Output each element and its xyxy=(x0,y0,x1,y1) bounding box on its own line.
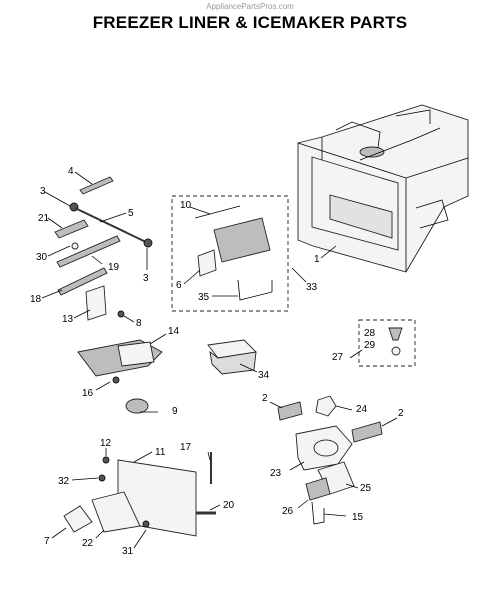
part-22-grille[interactable] xyxy=(91,491,141,533)
callout-2: 2 xyxy=(262,393,268,404)
callout-34: 34 xyxy=(258,370,270,381)
callout-4: 4 xyxy=(68,166,74,177)
part-31-screw[interactable] xyxy=(142,520,150,528)
part-14-fan-cover[interactable] xyxy=(77,339,163,377)
part-7-damper[interactable] xyxy=(63,505,93,533)
callout-12: 12 xyxy=(100,438,112,449)
part-34-ice-bin[interactable] xyxy=(207,339,257,375)
callout-22: 22 xyxy=(82,538,94,549)
icemaker-assembly-box[interactable] xyxy=(171,195,289,312)
callout-3-lower: 3 xyxy=(143,273,149,284)
callout-8: 8 xyxy=(136,318,142,329)
callout-26: 26 xyxy=(282,506,294,517)
part-5-rod[interactable] xyxy=(74,207,153,248)
leader-lines xyxy=(41,171,398,549)
page-title: FREEZER LINER & ICEMAKER PARTS xyxy=(92,13,408,32)
callout-35: 35 xyxy=(198,292,210,303)
callout-5: 5 xyxy=(128,208,134,219)
callout-1: 1 xyxy=(314,254,320,265)
callout-labels: 4 3 5 21 30 3 19 18 13 8 10 6 35 33 1 14… xyxy=(30,166,404,557)
part-8-screw[interactable] xyxy=(117,310,125,318)
part-2-seal-left[interactable] xyxy=(277,401,303,421)
freezer-liner[interactable] xyxy=(297,104,469,273)
callout-13: 13 xyxy=(62,314,74,325)
callout-3: 3 xyxy=(40,186,46,197)
part-9-fan-motor[interactable] xyxy=(125,398,149,414)
callout-6: 6 xyxy=(176,280,182,291)
part-2-seal-right[interactable] xyxy=(351,421,383,443)
callout-14: 14 xyxy=(168,326,180,337)
part-4-hinge-bar[interactable] xyxy=(79,176,114,195)
callout-16: 16 xyxy=(82,388,94,399)
part-15-bracket[interactable] xyxy=(311,501,325,525)
callout-19: 19 xyxy=(108,262,120,273)
callout-31: 31 xyxy=(122,546,134,557)
part-26-motor[interactable] xyxy=(305,477,331,501)
callout-21: 21 xyxy=(38,213,50,224)
part-13-bracket[interactable] xyxy=(85,285,107,321)
part-16-screw[interactable] xyxy=(112,376,120,384)
callout-7: 7 xyxy=(44,536,50,547)
part-19-slide-rail[interactable] xyxy=(56,235,121,268)
callout-24: 24 xyxy=(356,404,368,415)
part-21-bracket[interactable] xyxy=(54,219,89,239)
callout-9: 9 xyxy=(172,406,178,417)
part-12-screw[interactable] xyxy=(102,456,110,464)
callout-15: 15 xyxy=(352,512,364,523)
callout-23: 23 xyxy=(270,468,282,479)
callout-18: 18 xyxy=(30,294,42,305)
part-24-fan-blade[interactable] xyxy=(315,395,337,417)
callout-33: 33 xyxy=(306,282,318,293)
watermark: AppliancePartsPros.com xyxy=(206,2,294,11)
callout-27: 27 xyxy=(332,352,344,363)
part-27-kit-box[interactable] xyxy=(358,319,416,367)
callout-17: 17 xyxy=(180,442,192,453)
callout-30: 30 xyxy=(36,252,48,263)
callout-28: 28 xyxy=(364,328,376,339)
part-18-slide-rail[interactable] xyxy=(57,267,108,296)
callout-20: 20 xyxy=(223,500,235,511)
part-32-clip[interactable] xyxy=(98,474,106,482)
callout-11: 11 xyxy=(155,447,166,458)
callout-29: 29 xyxy=(364,340,376,351)
callout-10: 10 xyxy=(180,200,192,211)
callout-2-right: 2 xyxy=(398,408,404,419)
callout-32: 32 xyxy=(58,476,70,487)
callout-25: 25 xyxy=(360,483,372,494)
part-30-screw[interactable] xyxy=(71,242,79,250)
